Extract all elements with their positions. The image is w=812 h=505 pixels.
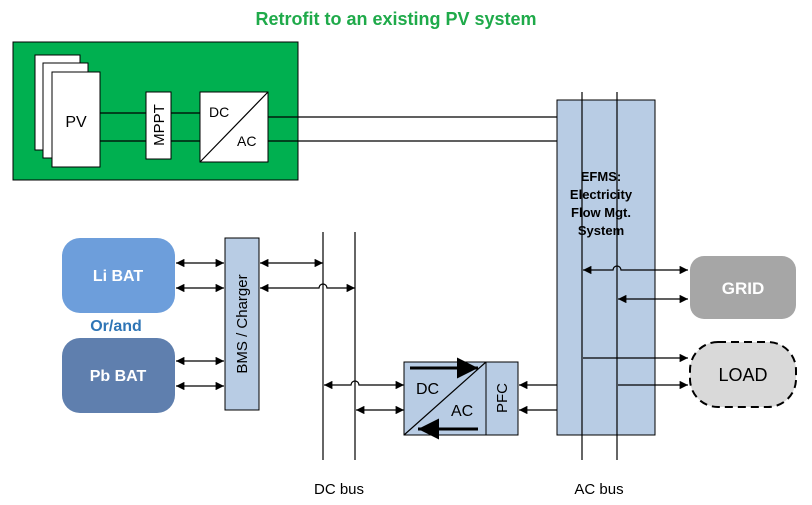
pv-inverter-diagonal bbox=[199, 91, 269, 163]
bms-charger-label: BMS / Charger bbox=[234, 274, 251, 373]
pv-inverter-ac-label: AC bbox=[237, 133, 256, 149]
converter-dc-label: DC bbox=[416, 381, 439, 398]
mppt-box bbox=[145, 91, 172, 160]
or-and-label: Or/and bbox=[90, 318, 142, 335]
pb-battery bbox=[62, 338, 175, 413]
ac-bus-label: AC bus bbox=[574, 481, 623, 498]
pfc-label: PFC bbox=[494, 383, 511, 413]
dcbus-converter-arrow-1 bbox=[324, 380, 404, 390]
efms-line-4: System bbox=[578, 223, 624, 238]
load-box bbox=[689, 341, 797, 408]
pb-battery-label: Pb BAT bbox=[90, 368, 147, 385]
pv-module bbox=[51, 71, 101, 168]
pfc-box bbox=[485, 361, 519, 436]
efms-grid-arrow-1 bbox=[583, 265, 688, 275]
efms-line-1: EFMS: bbox=[581, 169, 621, 184]
mppt-label: MPPT bbox=[151, 104, 168, 146]
grid-label: GRID bbox=[722, 279, 765, 298]
pv-inverter-dc-label: DC bbox=[209, 104, 229, 120]
efms-line-3: Flow Mgt. bbox=[571, 205, 631, 220]
dc-bus-label: DC bus bbox=[314, 481, 364, 498]
pv-label: PV bbox=[65, 114, 87, 131]
li-battery bbox=[62, 238, 175, 313]
diagram-title: Retrofit to an existing PV system bbox=[255, 9, 536, 29]
bms-dcbus-arrow-2 bbox=[260, 283, 355, 293]
grid-box bbox=[690, 256, 796, 319]
load-label: LOAD bbox=[718, 365, 767, 385]
li-battery-label: Li BAT bbox=[93, 268, 144, 285]
converter-ac-label: AC bbox=[451, 403, 473, 420]
efms-line-2: Electricity bbox=[570, 187, 633, 202]
bms-charger-box bbox=[224, 237, 260, 411]
